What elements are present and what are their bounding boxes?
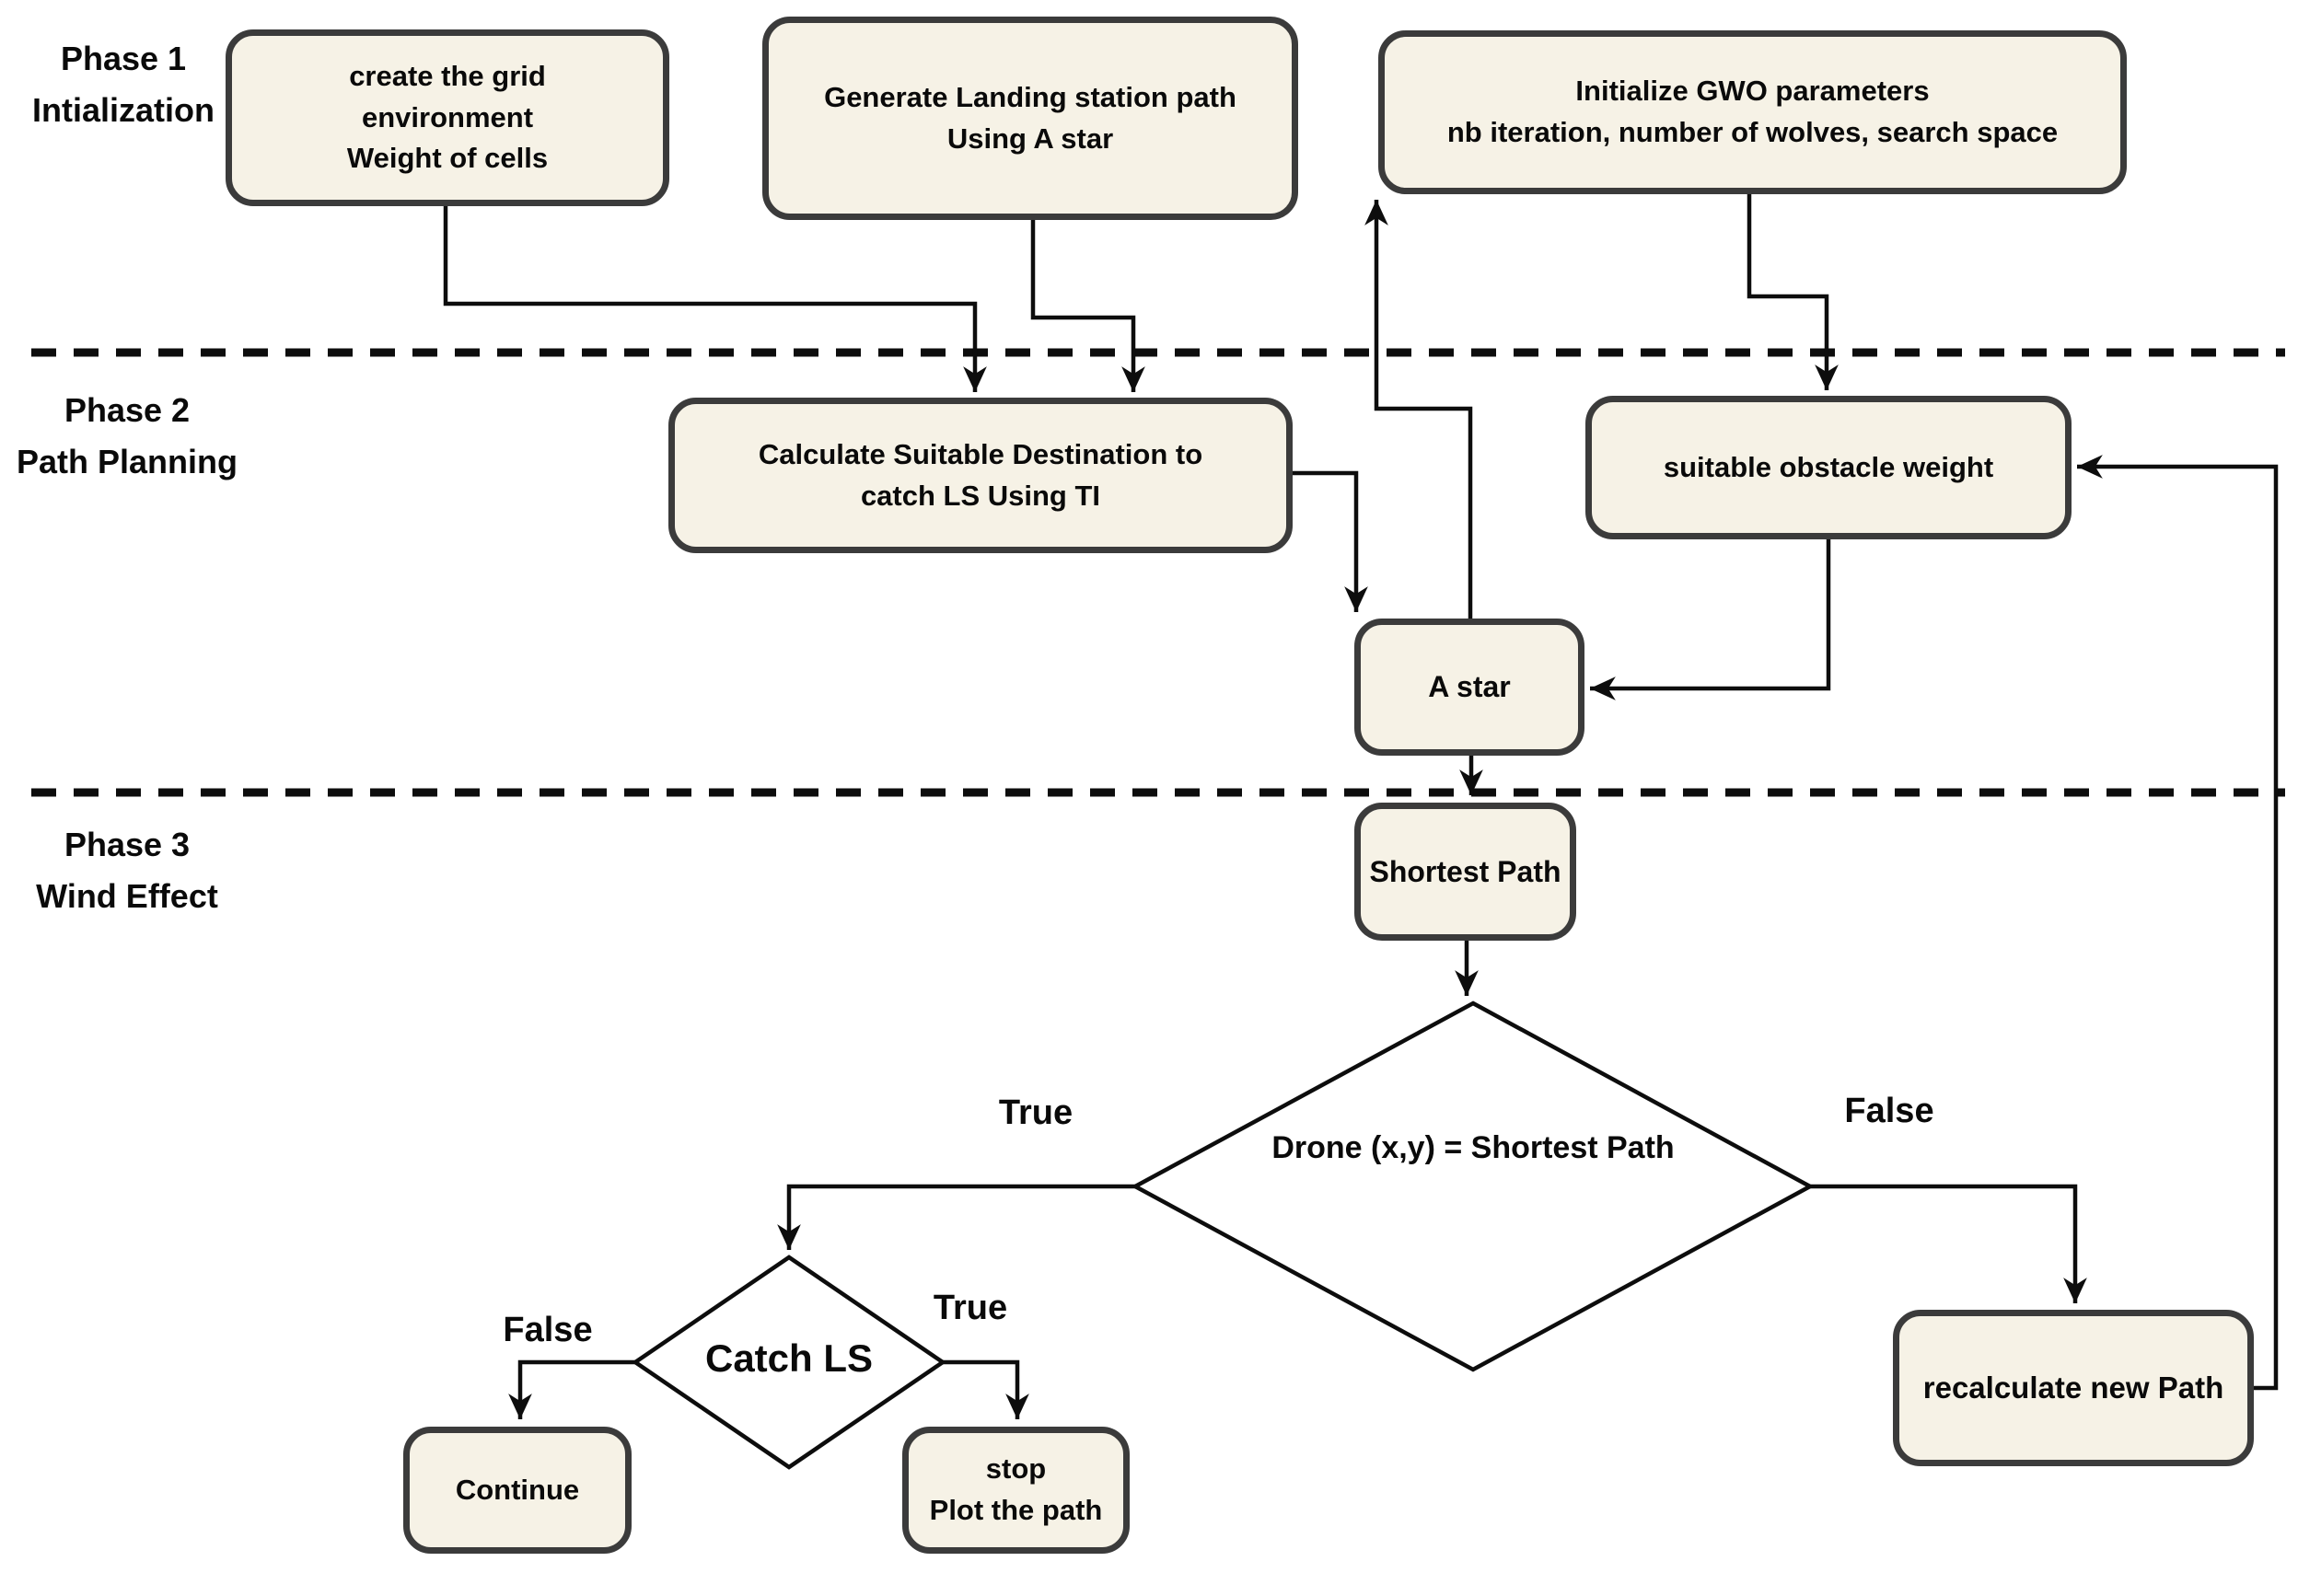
node-a-star-label: A star [1428, 670, 1511, 704]
edge-calculate-to-astar [1291, 470, 1368, 612]
node-shortest-path-label: Shortest Path [1369, 854, 1561, 888]
node-gwo-line1: Initialize GWO parameters [1575, 75, 1930, 108]
edge-gwo-to-obstacle-weight [1747, 194, 1839, 390]
node-a-star: A star [1354, 619, 1584, 756]
edge-obstacle-weight-to-astar [1590, 539, 1831, 700]
node-continue-label: Continue [455, 1473, 580, 1506]
node-create-grid: create the grid environment Weight of ce… [226, 29, 669, 206]
phase-1-subtitle: Intialization [32, 91, 215, 129]
node-calc-destination: Calculate Suitable Destination to catch … [668, 398, 1293, 553]
phase-1-title: Phase 1 [60, 40, 187, 77]
node-recalculate: recalculate new Path [1893, 1310, 2254, 1466]
phase-label-2: Phase 2 Path Planning [0, 385, 254, 488]
node-shortest-path: Shortest Path [1354, 803, 1576, 941]
edge-create-grid-to-calculate [443, 206, 987, 392]
node-create-grid-line2: environment [361, 100, 534, 133]
node-gwo-line2: nb iteration, number of wolves, search s… [1446, 116, 2059, 148]
edge-drone-true-to-catch-ls [777, 1184, 1135, 1250]
node-obstacle-weight: suitable obstacle weight [1585, 396, 2072, 539]
node-continue: Continue [403, 1427, 632, 1554]
edge-generate-to-calculate [1030, 220, 1145, 392]
edge-label-drone-false: False [1844, 1092, 1934, 1130]
edge-catch-true-to-stop [943, 1359, 1029, 1419]
node-generate-ls-path: Generate Landing station path Using A st… [762, 17, 1298, 220]
node-generate-line2: Using A star [946, 121, 1114, 155]
edge-astar-to-gwo-feedback [1364, 200, 1473, 619]
phase-2-subtitle: Path Planning [16, 443, 238, 480]
phase-3-subtitle: Wind Effect [36, 877, 218, 915]
decision-drone-label: Drone (x,y) = Shortest Path [1271, 1130, 1675, 1165]
phase-label-1: Phase 1 Intialization [0, 33, 247, 136]
decision-catch-ls-shape [632, 1255, 946, 1470]
edge-catch-false-to-continue [508, 1359, 635, 1419]
node-obstacle-weight-label: suitable obstacle weight [1663, 450, 1994, 483]
node-calc-line2: catch LS Using TI [860, 479, 1101, 512]
edge-recalculate-to-obstacle-feedback [2077, 455, 2279, 1391]
edge-drone-false-to-recalculate [1810, 1184, 2087, 1303]
node-create-grid-line3: Weight of cells [346, 142, 549, 175]
node-init-gwo: Initialize GWO parameters nb iteration, … [1378, 30, 2127, 194]
decision-drone-shape [1131, 1000, 1815, 1372]
phase-2-title: Phase 2 [64, 391, 191, 429]
edge-label-catch-false: False [503, 1311, 593, 1349]
edge-label-catch-true: True [933, 1289, 1008, 1327]
phase-label-3: Phase 3 Wind Effect [0, 819, 254, 922]
edge-label-drone-true: True [998, 1093, 1074, 1132]
node-generate-line1: Generate Landing station path [824, 80, 1236, 113]
phase-3-title: Phase 3 [64, 826, 191, 863]
node-recalculate-label: recalculate new Path [1922, 1370, 2224, 1405]
node-calc-line1: Calculate Suitable Destination to [758, 437, 1203, 470]
node-stop-line2: Plot the path [929, 1494, 1103, 1526]
node-stop-line1: stop [985, 1452, 1047, 1486]
node-create-grid-line1: create the grid [349, 59, 546, 92]
node-stop-plot: stop Plot the path [902, 1427, 1130, 1554]
decision-catch-ls-label: Catch LS [704, 1336, 874, 1380]
